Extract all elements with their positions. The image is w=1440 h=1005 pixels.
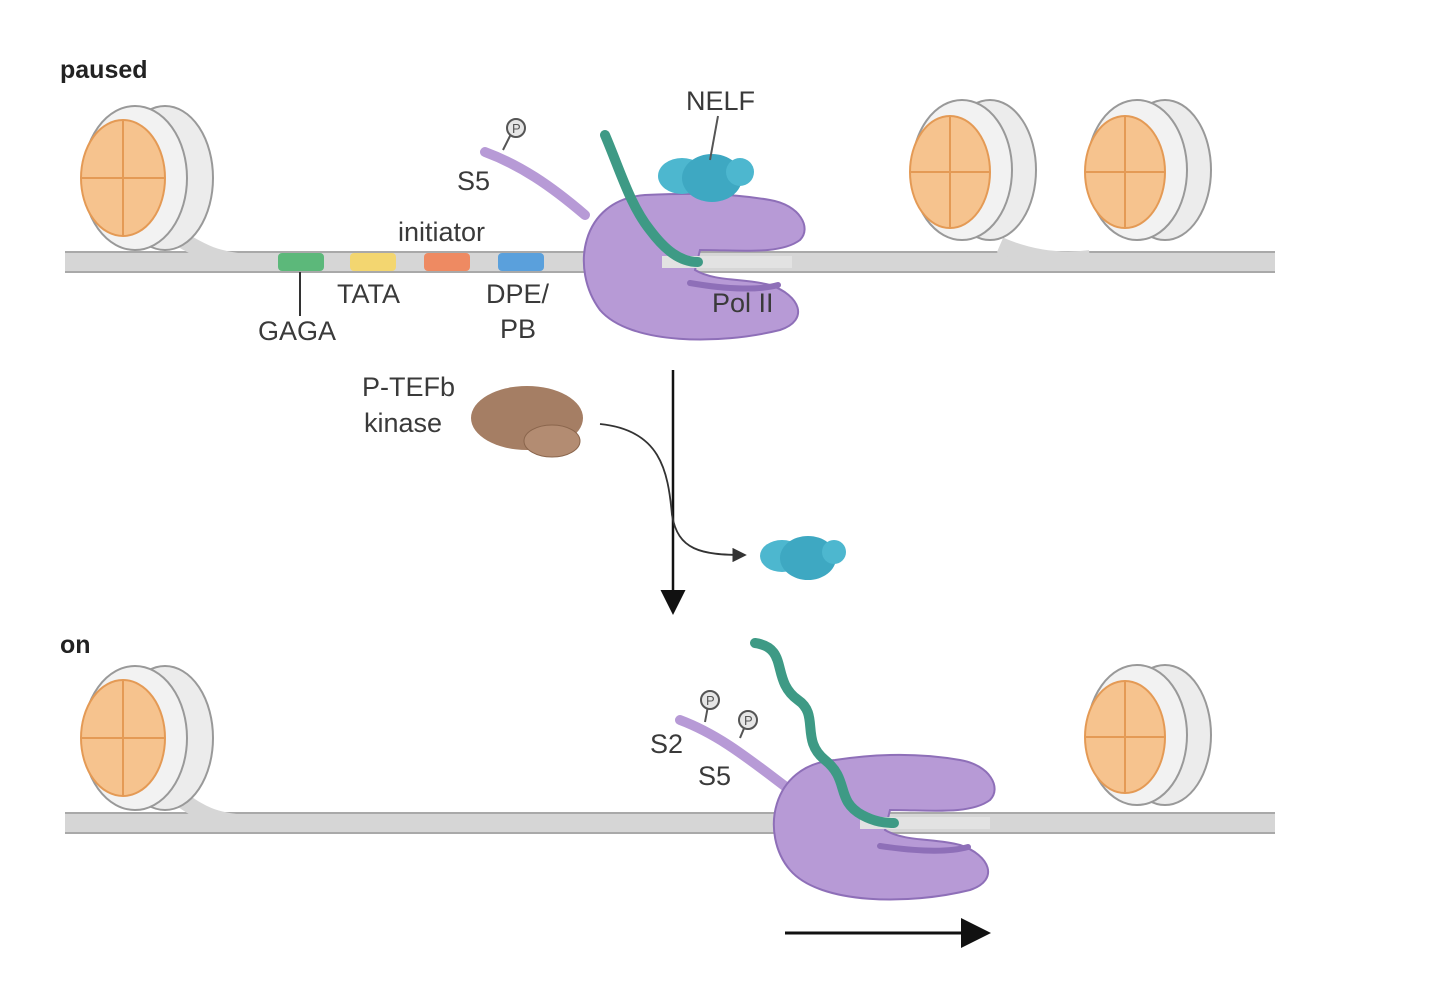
- phosphate-label-s2-on: P: [706, 693, 715, 708]
- s5-label-on: S5: [698, 761, 731, 791]
- on-panel: on P P S2 S: [60, 631, 1275, 948]
- paused-panel: paused GAGA TATA initiator DPE/ PB: [60, 56, 1275, 346]
- pb-label: PB: [500, 314, 536, 344]
- gaga-element: [278, 253, 324, 271]
- paused-title: paused: [60, 56, 148, 84]
- ctd-tail-paused: P S5: [457, 118, 590, 220]
- tata-label: TATA: [337, 279, 400, 309]
- nascent-rna-paused: [600, 130, 703, 267]
- nucleosome-on-left: [80, 665, 214, 811]
- ctd-tail-on: P P S2 S5: [650, 690, 795, 795]
- dpe-element: [498, 253, 544, 271]
- p-tefb-kinase: [471, 386, 583, 458]
- nucleosome-on-right: [1084, 664, 1212, 806]
- phosphate-s5-on: [738, 710, 758, 730]
- phosphate-s2-on: [700, 690, 720, 710]
- pol2-label: Pol II: [712, 288, 774, 318]
- phosphate-label-s5-on: P: [744, 713, 753, 728]
- dna-strand-on: [65, 793, 1275, 834]
- nascent-rna-on: [750, 638, 899, 828]
- nucleosome-paused-right-2: [1084, 99, 1212, 241]
- s5-label-paused: S5: [457, 166, 490, 196]
- dpe-label: DPE/: [486, 279, 550, 309]
- initiator-label: initiator: [398, 217, 485, 247]
- tata-element: [350, 253, 396, 271]
- nelf-release-arrow: [599, 423, 747, 563]
- s2-label-on: S2: [650, 729, 683, 759]
- gaga-label: GAGA: [258, 316, 336, 346]
- promoter-elements: GAGA TATA initiator DPE/ PB: [258, 217, 550, 346]
- kinase-label-line1: P-TEFb: [362, 372, 455, 402]
- nucleosome-paused-right-1: [909, 99, 1037, 241]
- nelf-label: NELF: [686, 86, 755, 116]
- phosphate-label-s5-paused: P: [512, 121, 521, 136]
- nucleosome-paused-left: [80, 105, 214, 251]
- on-title: on: [60, 631, 91, 659]
- kinase-label-line2: kinase: [364, 408, 442, 438]
- nelf-complex: NELF: [658, 86, 755, 202]
- released-nelf: [760, 536, 846, 580]
- phosphate-s5-paused: [506, 118, 526, 138]
- transition: P-TEFb kinase: [362, 370, 846, 615]
- initiator-element: [424, 253, 470, 271]
